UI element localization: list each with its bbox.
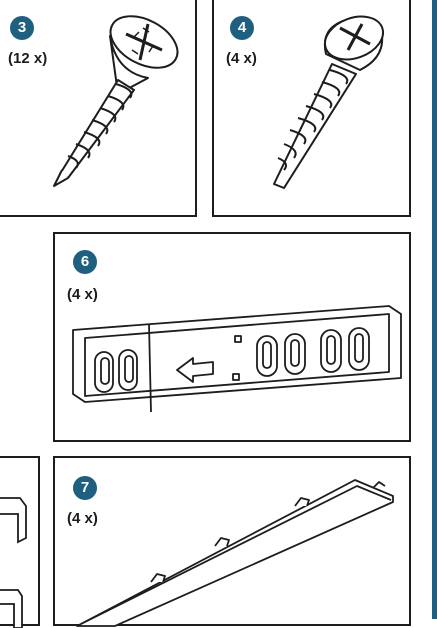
part-quantity: (4 x): [226, 50, 257, 67]
flat-head-screw-icon: [53, 15, 179, 187]
part-number-badge: 3: [10, 16, 34, 40]
part-panel-6: 6 (4 x): [53, 232, 411, 442]
part-quantity: (4 x): [67, 510, 98, 527]
part-panel-7: 7 (4 x): [53, 456, 411, 627]
part-quantity: (12 x): [8, 50, 48, 67]
pan-head-screw-icon: [273, 15, 385, 189]
part-number-badge: 4: [230, 16, 254, 40]
part-number-badge: 6: [73, 250, 97, 274]
mounting-rail-icon: [72, 305, 402, 413]
part-quantity: (4 x): [67, 286, 98, 303]
trim-strip-icon: [76, 479, 394, 627]
part-panel-4: 4 (4 x): [212, 0, 411, 217]
bracket-icon: [0, 497, 27, 628]
part-panel-partial: [0, 456, 40, 628]
part-panel-3: 3 (12 x): [0, 0, 197, 217]
part-number-badge: 7: [73, 476, 97, 500]
page-edge-accent: [432, 0, 437, 619]
